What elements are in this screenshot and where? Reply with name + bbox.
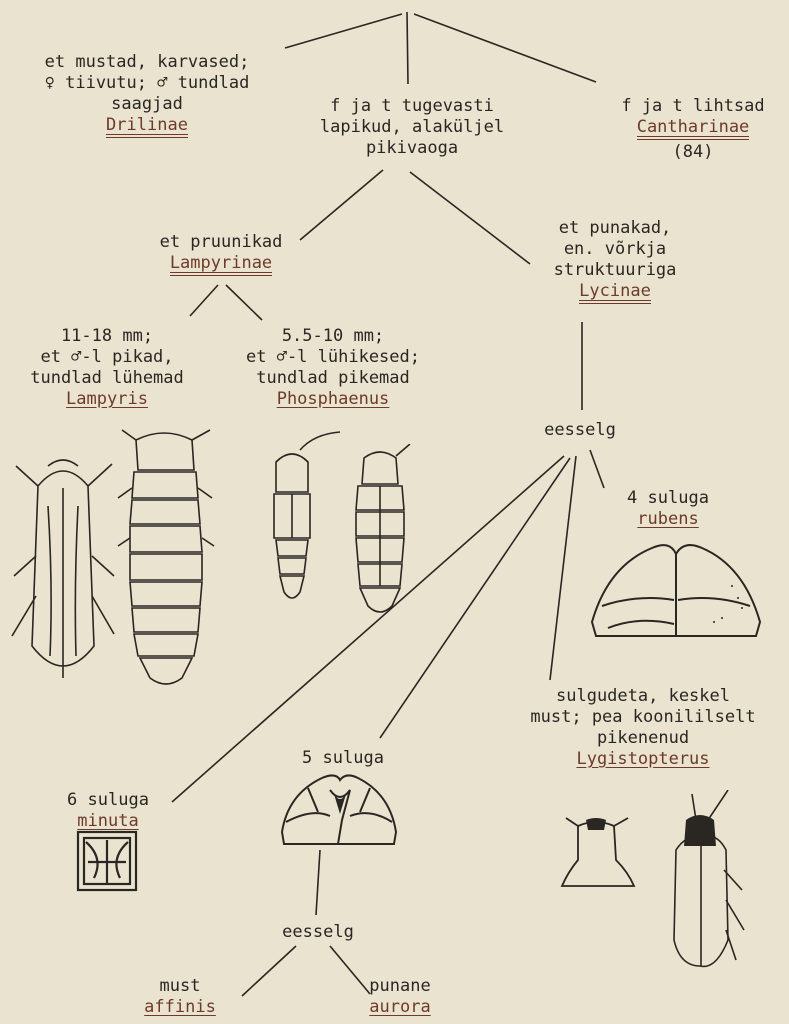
- affinis-text: must: [120, 976, 240, 997]
- minuta-text: 6 suluga: [48, 790, 168, 811]
- node-drilinae: et mustad, karvased; ♀ tiivutu; ♂ tundla…: [4, 52, 290, 138]
- lampyr-group-text-2: lapikud, alaküljel: [296, 117, 528, 138]
- eesselg-top-label: eesselg: [510, 420, 650, 441]
- lygistopterus-text-3: pikenenud: [500, 728, 786, 749]
- edge-lampyr-lycinae: [410, 172, 530, 264]
- lampyr-group-text-3: pikivaoga: [296, 138, 528, 159]
- node-lampyrinae: et pruunikad Lampyrinae: [126, 232, 316, 276]
- lycinae-text-3: struktuuriga: [520, 260, 710, 281]
- rubens-pronotum-drawing: [588, 536, 764, 646]
- taxon-lycinae: Lycinae: [579, 282, 651, 304]
- lygistopterus-beetle-drawing: [656, 790, 746, 976]
- node-affinis: must affinis: [120, 976, 240, 1018]
- drilinae-text-2: ♀ tiivutu; ♂ tundlad: [4, 73, 290, 94]
- node-eesselg-top: eesselg: [510, 420, 650, 441]
- node-lampyris: 11-18 mm; et ♂-l pikad, tundlad lühemad …: [0, 326, 214, 410]
- edge-eesselg-rubens: [590, 450, 604, 488]
- node-rubens: 4 suluga rubens: [608, 488, 728, 530]
- edge-eesselg-lygistopterus: [550, 456, 576, 680]
- taxon-aurora: aurora: [369, 997, 430, 1018]
- lampyris-male-beetle-drawing: [8, 446, 118, 692]
- node-lycinae: et punakad, en. võrkja struktuuriga Lyci…: [520, 218, 710, 304]
- aurora-text: punane: [340, 976, 460, 997]
- taxon-phosphaenus: Phosphaenus: [277, 389, 390, 410]
- eesselg-bottom-label: eesselg: [248, 922, 388, 943]
- edge-eesselg-affinis: [242, 946, 296, 996]
- lampyrinae-text: et pruunikad: [126, 232, 316, 253]
- five-suluga-pronotum-drawing: [278, 770, 400, 852]
- node-lampyr-group: f ja t tugevasti lapikud, alaküljel piki…: [296, 96, 528, 159]
- phosphaenus-male-drawing: [262, 428, 342, 608]
- edge-five-eesselg: [316, 850, 320, 915]
- node-five-suluga: 5 suluga: [288, 748, 398, 769]
- lycinae-text-1: et punakad,: [520, 218, 710, 239]
- edge-lampyrinae-phosphaenus: [226, 285, 262, 320]
- lampyr-group-text-1: f ja t tugevasti: [296, 96, 528, 117]
- phosphaenus-text-2: et ♂-l lühikesed;: [218, 347, 448, 368]
- lampyris-text-2: et ♂-l pikad,: [0, 347, 214, 368]
- taxon-lampyrinae: Lampyrinae: [170, 254, 272, 276]
- node-phosphaenus: 5.5-10 mm; et ♂-l lühikesed; tundlad pik…: [218, 326, 448, 410]
- taxon-lampyris: Lampyris: [66, 389, 148, 410]
- lycinae-text-2: en. võrkja: [520, 239, 710, 260]
- cantharinae-ref: (84): [598, 142, 788, 163]
- taxon-drilinae: Drilinae: [106, 116, 188, 138]
- phosphaenus-female-drawing: [344, 444, 416, 618]
- phosphaenus-text-3: tundlad pikemad: [218, 368, 448, 389]
- edge-root-drilinae: [285, 14, 402, 48]
- edge-root-lampyr: [407, 12, 408, 84]
- drilinae-text-1: et mustad, karvased;: [4, 52, 290, 73]
- five-suluga-text: 5 suluga: [288, 748, 398, 769]
- node-lygistopterus: sulgudeta, keskel must; pea koonililselt…: [500, 686, 786, 770]
- node-minuta: 6 suluga minuta: [48, 790, 168, 832]
- lampyris-text-1: 11-18 mm;: [0, 326, 214, 347]
- taxon-lygistopterus: Lygistopterus: [576, 749, 709, 770]
- taxon-rubens: rubens: [637, 509, 698, 530]
- lygistopterus-pronotum-drawing: [556, 814, 638, 894]
- rubens-text: 4 suluga: [608, 488, 728, 509]
- lampyris-female-larva-drawing: [116, 428, 216, 696]
- lygistopterus-text-2: must; pea koonililselt: [500, 707, 786, 728]
- cantharinae-text: f ja t lihtsad: [598, 96, 788, 117]
- node-aurora: punane aurora: [340, 976, 460, 1018]
- node-cantharinae: f ja t lihtsad Cantharinae (84): [598, 96, 788, 163]
- phosphaenus-text-1: 5.5-10 mm;: [218, 326, 448, 347]
- lygistopterus-text-1: sulgudeta, keskel: [500, 686, 786, 707]
- drilinae-text-3: saagjad: [4, 94, 290, 115]
- taxon-cantharinae: Cantharinae: [637, 118, 750, 140]
- lampyris-text-3: tundlad lühemad: [0, 368, 214, 389]
- minuta-pronotum-drawing: [74, 828, 140, 894]
- node-eesselg-bottom: eesselg: [248, 922, 388, 943]
- edge-root-cantharinae: [414, 14, 596, 82]
- taxon-affinis: affinis: [144, 997, 216, 1018]
- edge-lampyrinae-lampyris: [190, 285, 218, 316]
- edge-lampyr-lampyrinae: [300, 170, 383, 240]
